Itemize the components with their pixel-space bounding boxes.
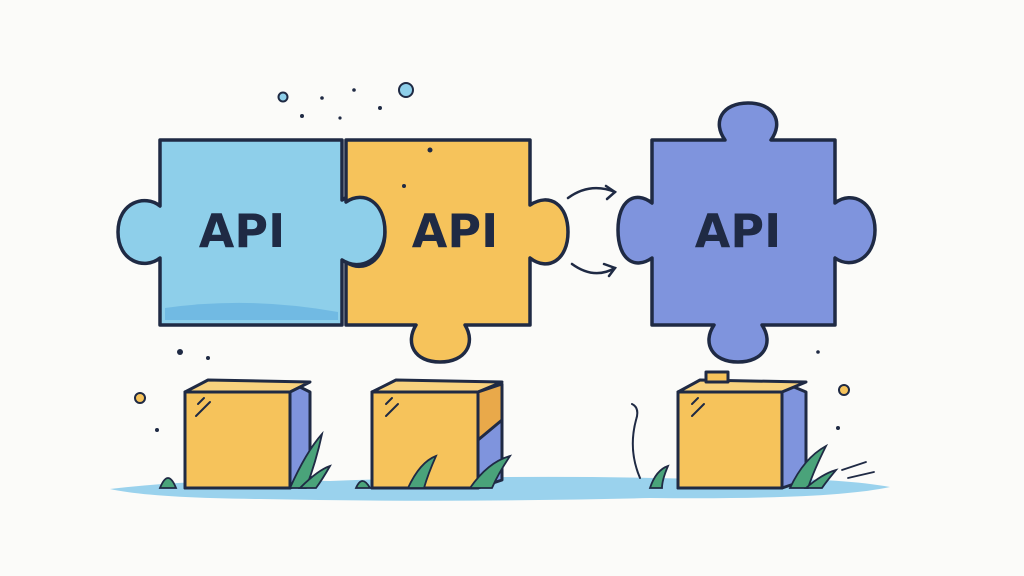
box-right [631, 370, 875, 490]
piece-shadow-strip [165, 302, 338, 320]
cube-icon [676, 370, 808, 490]
box-left [158, 378, 332, 490]
shine-mark [385, 397, 399, 417]
vine-curl [631, 403, 641, 479]
wind-lines [841, 461, 875, 479]
puzzle-piece-icon [344, 138, 570, 364]
grass-tuft [648, 443, 839, 489]
piece-label-middle: API [412, 204, 498, 258]
floating-dots [134, 82, 850, 432]
circular-arrows-icon [566, 184, 618, 278]
puzzle-piece-right: API [616, 101, 877, 364]
shine-mark [195, 397, 211, 417]
grass-tuft [354, 454, 513, 489]
piece-label-left: API [199, 204, 285, 258]
crumb-dot [402, 184, 406, 188]
shine-mark [691, 397, 705, 417]
box-middle [354, 378, 513, 490]
piece-label-right: API [695, 204, 781, 258]
grass-tuft [158, 430, 332, 489]
puzzle-piece-left: API [116, 138, 387, 327]
crumb-dot [427, 147, 433, 153]
cube-icon [370, 378, 504, 490]
cube-icon [183, 378, 312, 490]
puzzle-piece-middle: API [344, 138, 570, 364]
puzzle-piece-icon [616, 101, 877, 364]
